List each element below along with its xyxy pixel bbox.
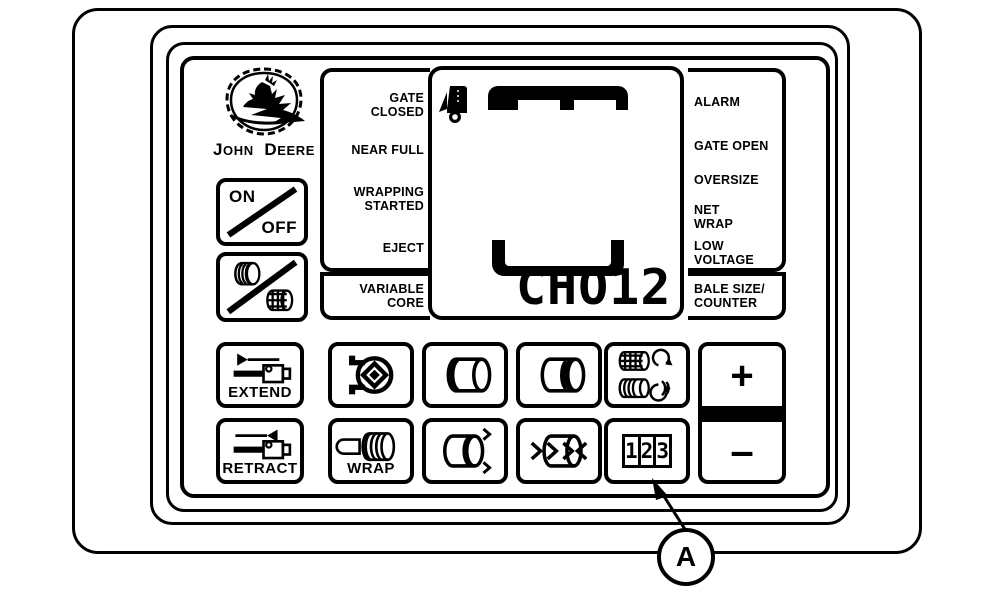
lcd-readout-text: CHO12	[516, 259, 672, 316]
left-indicator-panel: GATE CLOSED NEAR FULL WRAPPING STARTED E…	[320, 68, 430, 272]
indicator-low-voltage: LOW VOLTAGE	[694, 239, 754, 267]
net-twine-select-switch[interactable]	[216, 252, 308, 322]
baler-silhouette-icon	[439, 86, 467, 123]
net-twine-wrap-mode-icon	[618, 348, 673, 402]
bale-density-icon	[530, 434, 588, 468]
indicator-eject: EJECT	[382, 241, 424, 255]
bale-cylinder-button-2[interactable]	[516, 342, 602, 408]
leaping-deer-icon	[225, 67, 305, 136]
wrap-mode-button[interactable]	[604, 342, 690, 408]
hydraulic-cylinder-retract-icon	[233, 429, 292, 460]
indicator-gate-open: GATE OPEN	[694, 139, 769, 153]
bale-cylinder-button-1[interactable]	[422, 342, 508, 408]
diagonal-slash-icon	[226, 186, 298, 238]
wrap-button-label: WRAP	[347, 460, 395, 477]
rotor-knife-icon	[349, 355, 394, 395]
bale-outline-bottom-segment	[492, 240, 624, 276]
lcd-display: CHO12	[428, 66, 684, 320]
bale-outline-top-segment	[488, 86, 628, 110]
indicator-gate-closed: GATE CLOSED	[370, 91, 424, 119]
callout-marker-a: A	[657, 528, 715, 586]
rocker-divider	[698, 406, 786, 422]
counter-digit-2: 2	[641, 437, 657, 465]
indicator-near-full: NEAR FULL	[351, 143, 424, 157]
minus-button[interactable]: –	[730, 427, 754, 474]
rotor-button[interactable]	[328, 342, 414, 408]
indicator-variable-core: VARIABLE CORE	[359, 282, 424, 310]
counter-digit-1: 1	[625, 437, 641, 465]
extend-button-label: EXTEND	[228, 384, 292, 401]
bale-size-button[interactable]	[422, 418, 508, 484]
bale-size-adjust-icon	[443, 427, 492, 475]
twine-net-wrap-select-icon	[226, 259, 298, 315]
plus-button[interactable]: +	[730, 354, 754, 398]
wrap-start-icon	[335, 432, 396, 462]
retract-button[interactable]: RETRACT	[216, 418, 304, 484]
bale-cylinder-icon	[540, 357, 586, 393]
bale-density-button[interactable]	[516, 418, 602, 484]
power-off-label: OFF	[261, 218, 297, 237]
power-on-label: ON	[229, 187, 256, 206]
indicator-oversize: OVERSIZE	[694, 173, 759, 187]
right-indicator-panel: ALARM GATE OPEN OVERSIZE NET WRAP LOW VO…	[688, 68, 786, 272]
increment-decrement-rocker[interactable]: + –	[698, 342, 786, 484]
brand-logo-block: JOHN DEERE	[208, 66, 320, 162]
left-indicator-panel-secondary: VARIABLE CORE	[320, 272, 430, 320]
indicator-wrapping-started: WRAPPING STARTED	[353, 185, 424, 213]
retract-button-label: RETRACT	[222, 460, 298, 477]
power-on-off-switch[interactable]: ON OFF	[216, 178, 308, 246]
three-digit-counter-icon: 1 2 3	[622, 434, 672, 468]
hydraulic-cylinder-extend-icon	[233, 353, 292, 384]
indicator-bale-size-counter: BALE SIZE/ COUNTER	[694, 282, 765, 310]
brand-wordmark: JOHN DEERE	[212, 140, 316, 159]
right-indicator-panel-secondary: BALE SIZE/ COUNTER	[688, 272, 786, 320]
indicator-alarm: ALARM	[694, 95, 741, 109]
indicator-net-wrap: NET WRAP	[694, 203, 733, 231]
counter-digit-3: 3	[656, 439, 669, 463]
extend-button[interactable]: EXTEND	[216, 342, 304, 408]
bale-cylinder-icon	[446, 357, 492, 393]
wrap-button[interactable]: WRAP	[328, 418, 414, 484]
callout-leader-line	[652, 478, 690, 535]
bale-size-counter-button[interactable]: 1 2 3	[604, 418, 690, 484]
